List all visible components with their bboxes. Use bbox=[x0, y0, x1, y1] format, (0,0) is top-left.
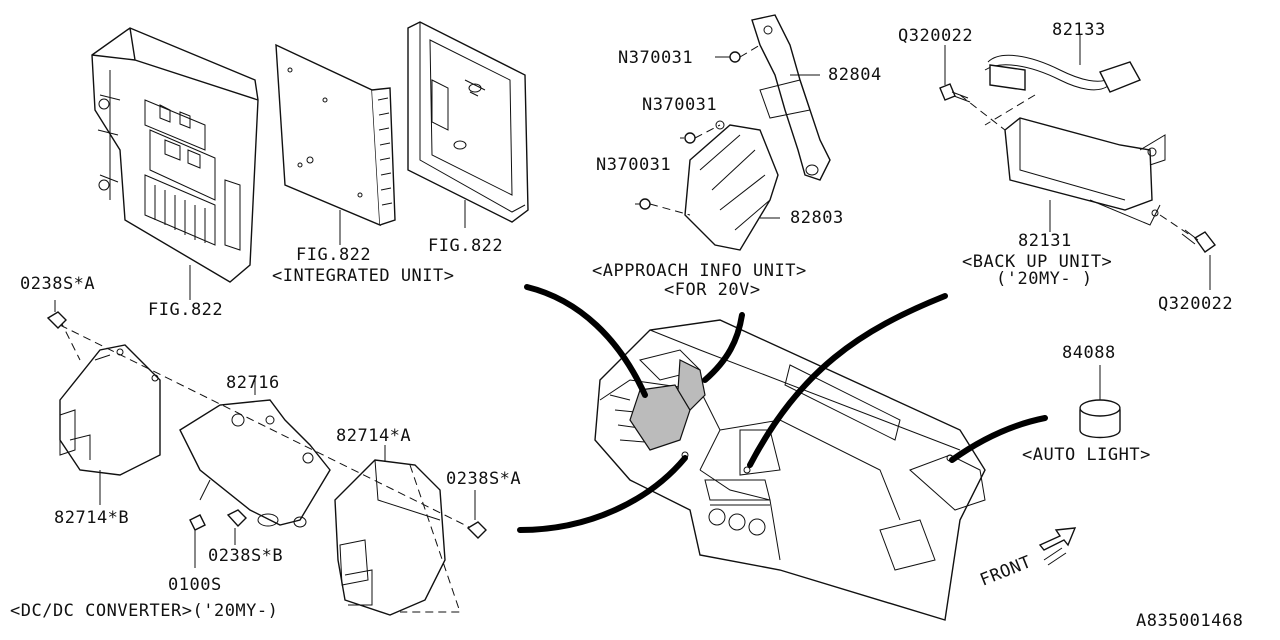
label-auto-light: <AUTO LIGHT> bbox=[1022, 445, 1151, 465]
label-dcdc-converter: <DC/DC CONVERTER>('20MY-) bbox=[10, 601, 279, 621]
dcdc-converter-drawing bbox=[46, 300, 487, 616]
label-82714b: 82714*B bbox=[54, 508, 130, 528]
front-arrow-icon bbox=[1038, 527, 1077, 566]
label-0100s: 0100S bbox=[168, 575, 222, 595]
approach-info-unit-drawing bbox=[635, 14, 831, 251]
label-82133: 82133 bbox=[1052, 20, 1106, 40]
label-n370031-c: N370031 bbox=[596, 155, 672, 175]
label-20my-backup: ('20MY- ) bbox=[996, 269, 1093, 289]
integrated-unit-drawing bbox=[275, 43, 396, 245]
label-0238s-b: 0238S*B bbox=[208, 546, 284, 566]
label-82804: 82804 bbox=[828, 65, 882, 85]
fuse-box-drawing bbox=[91, 27, 259, 300]
label-82714a: 82714*A bbox=[336, 426, 412, 446]
auto-light-drawing bbox=[1079, 365, 1121, 439]
label-for-20v: <FOR 20V> bbox=[664, 280, 761, 300]
label-back-up-unit: <BACK UP UNIT> bbox=[962, 252, 1113, 272]
label-integrated-unit: <INTEGRATED UNIT> bbox=[272, 266, 455, 286]
label-diagram-id: A835001468 bbox=[1136, 611, 1244, 631]
label-82716: 82716 bbox=[226, 373, 280, 393]
label-q320022-top: Q320022 bbox=[898, 26, 974, 46]
leader-lines bbox=[517, 284, 1048, 533]
dashboard-drawing bbox=[594, 319, 986, 621]
label-fig822-case: FIG.822 bbox=[428, 236, 504, 256]
label-0238s-a-left: 0238S*A bbox=[20, 274, 96, 294]
label-0238s-a-right: 0238S*A bbox=[446, 469, 522, 489]
label-approach-info-unit: <APPROACH INFO UNIT> bbox=[592, 261, 807, 281]
module-case-drawing bbox=[407, 21, 529, 228]
back-up-unit-drawing bbox=[939, 35, 1217, 290]
label-fig822-integrated: FIG.822 bbox=[296, 245, 372, 265]
label-84088: 84088 bbox=[1062, 343, 1116, 363]
label-82803: 82803 bbox=[790, 208, 844, 228]
label-n370031-a: N370031 bbox=[618, 48, 694, 68]
label-n370031-b: N370031 bbox=[642, 95, 718, 115]
label-q320022-bottom: Q320022 bbox=[1158, 294, 1234, 314]
label-fig822-fusebox: FIG.822 bbox=[148, 300, 224, 320]
label-82131: 82131 bbox=[1018, 231, 1072, 251]
